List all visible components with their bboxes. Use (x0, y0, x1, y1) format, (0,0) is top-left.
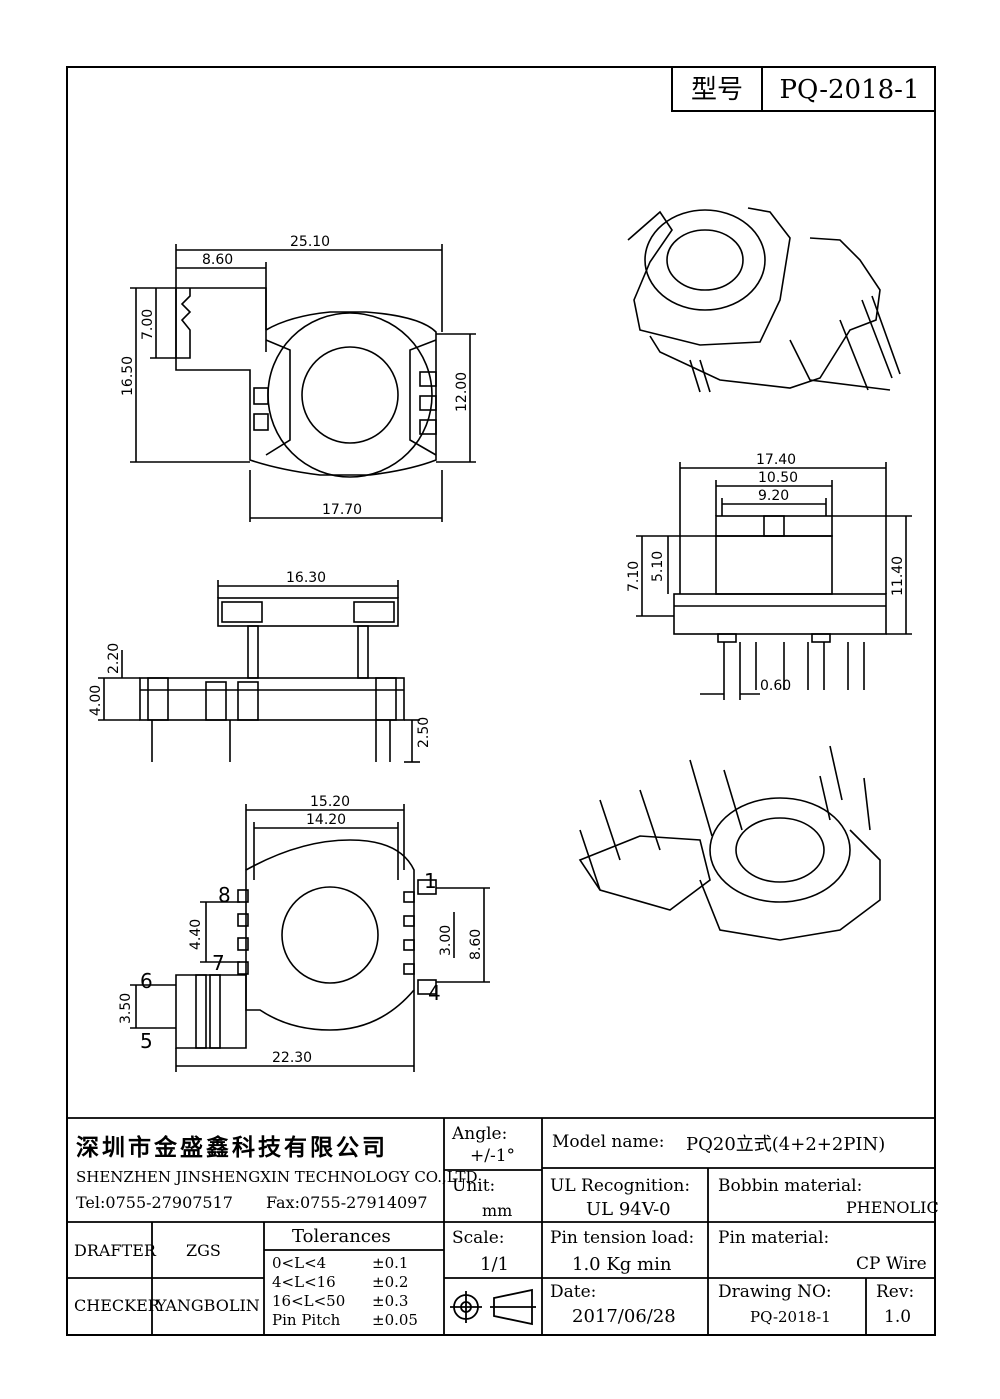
front-view (636, 462, 912, 700)
dim-g: 16.30 (286, 570, 326, 586)
drawing-sheet-border (66, 66, 936, 1336)
tolerance-range-4: Pin Pitch (272, 1311, 341, 1329)
dim-v: 22.30 (272, 1050, 312, 1066)
dim-i: 2.20 (106, 643, 122, 674)
checker-label: CHECKER (74, 1296, 160, 1315)
model-number-box: 型号 PQ-2018-1 (671, 68, 936, 112)
dim-w: 3.00 (438, 925, 454, 956)
dim-n: 7.10 (626, 561, 642, 592)
type-label: 型号 (673, 68, 763, 110)
angle-label: Angle: (452, 1124, 508, 1144)
pin-material-label: Pin material: (718, 1228, 830, 1248)
drafter-label: DRAFTER (74, 1241, 156, 1260)
rev-value: 1.0 (884, 1307, 912, 1327)
dim-m: 9.20 (758, 488, 789, 504)
dim-l: 10.50 (758, 470, 798, 486)
checker-value: YANGBOLIN (156, 1296, 260, 1315)
tolerance-value-1: ±0.1 (372, 1254, 409, 1272)
tolerance-value-4: ±0.05 (372, 1311, 418, 1329)
tolerance-range-1: 0<L<4 (272, 1254, 327, 1272)
pin-number-6: 6 (140, 969, 153, 993)
unit-value: mm (482, 1201, 513, 1220)
date-label: Date: (550, 1282, 597, 1302)
bobbin-material-label: Bobbin material: (718, 1176, 863, 1196)
side-view (98, 580, 420, 763)
tolerance-value-3: ±0.3 (372, 1292, 409, 1310)
unit-label: Unit: (452, 1176, 496, 1196)
dim-s: 14.20 (306, 812, 346, 828)
pin-tension-label: Pin tension load: (550, 1228, 695, 1248)
dim-f: 12.00 (454, 372, 470, 412)
company-fax: Fax:0755-27914097 (266, 1193, 428, 1212)
bottom-view (130, 804, 490, 1072)
company-name-en: SHENZHEN JINSHENGXIN TECHNOLOGY CO.,LTD (76, 1168, 478, 1186)
isometric-view-bottom (578, 745, 881, 941)
title-block-grid (66, 1117, 936, 1336)
pin-tension-value: 1.0 Kg min (572, 1254, 672, 1275)
pin-number-8: 8 (218, 883, 231, 907)
drawing-no-value: PQ-2018-1 (750, 1308, 831, 1326)
model-name-value: PQ20立式(4+2+2PIN) (686, 1134, 886, 1155)
tolerance-range-3: 16<L<50 (272, 1292, 346, 1310)
company-name-cn: 深圳市金盛鑫科技有限公司 (76, 1134, 388, 1161)
isometric-view-top (627, 207, 901, 393)
drawing-no-label: Drawing NO: (718, 1282, 832, 1302)
scale-label: Scale: (452, 1228, 505, 1248)
pin-number-4: 4 (428, 981, 441, 1005)
top-view (130, 244, 476, 522)
dim-k: 17.40 (756, 452, 796, 468)
dim-d: 16.50 (120, 356, 136, 396)
dim-o: 5.10 (650, 551, 666, 582)
tolerance-range-2: 4<L<16 (272, 1273, 336, 1291)
dim-e: 17.70 (322, 502, 362, 518)
dim-a: 25.10 (290, 234, 330, 250)
dim-t: 4.40 (188, 919, 204, 950)
company-tel: Tel:0755-27907517 (76, 1193, 233, 1212)
dim-h: 4.00 (88, 685, 104, 716)
pin-material-value: CP Wire (856, 1254, 927, 1274)
tolerances-title: Tolerances (292, 1226, 391, 1247)
dim-x: 8.60 (468, 929, 484, 960)
pin-number-1: 1 (424, 869, 437, 893)
dim-b: 8.60 (202, 252, 233, 268)
ul-label: UL Recognition: (550, 1176, 691, 1196)
dim-c: 7.00 (140, 309, 156, 340)
dim-r: 15.20 (310, 794, 350, 810)
pin-number-7: 7 (212, 951, 225, 975)
model-name-label: Model name: (552, 1132, 665, 1152)
pin-number-5: 5 (140, 1029, 153, 1053)
bobbin-material-value: PHENOLIC (846, 1198, 939, 1217)
rev-label: Rev: (876, 1282, 915, 1302)
scale-value: 1/1 (480, 1254, 509, 1275)
dim-u: 3.50 (118, 993, 134, 1024)
type-value: PQ-2018-1 (779, 75, 920, 105)
dim-p: 11.40 (890, 556, 906, 596)
dim-j: 2.50 (416, 717, 432, 748)
drafter-value: ZGS (186, 1241, 221, 1260)
date-value: 2017/06/28 (572, 1306, 676, 1327)
angle-value: +/-1° (470, 1146, 516, 1166)
ul-value: UL 94V-0 (586, 1199, 671, 1220)
tolerance-value-2: ±0.2 (372, 1273, 409, 1291)
dim-q: 0.60 (760, 678, 791, 694)
